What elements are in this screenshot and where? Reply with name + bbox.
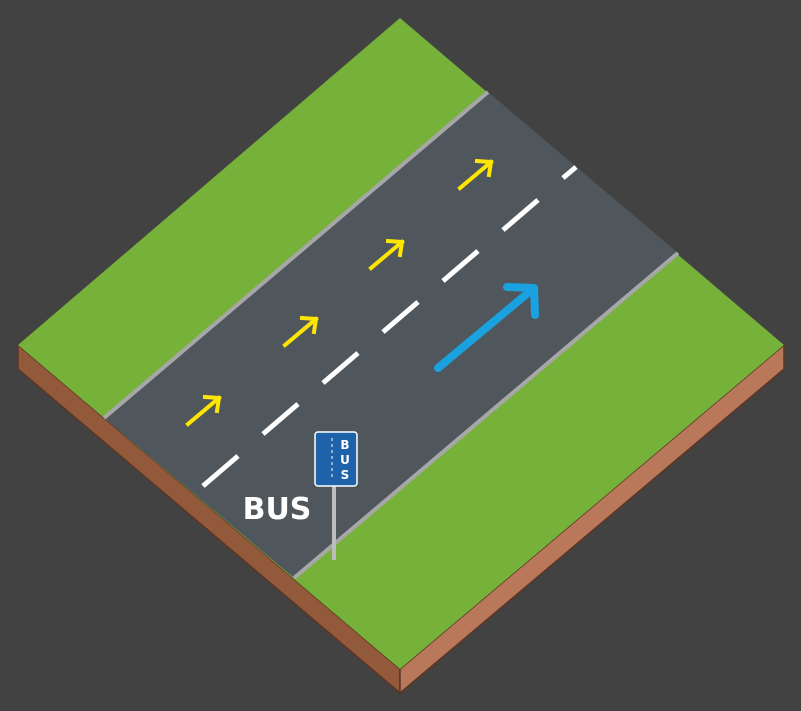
lane-dash (321, 351, 360, 385)
lane-dash (381, 300, 420, 334)
curb-upper (102, 90, 490, 420)
lane-arrow-icon (185, 394, 222, 427)
sign-letter-s: S (341, 468, 350, 482)
lane-dash (261, 402, 300, 436)
sign-letter-b: B (340, 438, 349, 452)
lane-arrows (185, 158, 494, 427)
bus-stop-sign: B U S (314, 431, 358, 560)
road-surface (104, 92, 678, 578)
lane-arrow-icon (368, 238, 405, 271)
curb-lower (292, 251, 680, 580)
lane-dash (501, 198, 540, 232)
bus-lane-arrow-icon (434, 283, 539, 372)
bus-sign-icon: B U S (314, 431, 358, 487)
lane-arrow-icon (457, 158, 494, 191)
lane-dash (201, 454, 240, 488)
sign-pole (332, 484, 336, 560)
lane-divider (201, 165, 578, 488)
bus-road-marking: BUS (243, 492, 312, 527)
lane-dash (441, 249, 480, 283)
sign-letter-u: U (340, 453, 350, 467)
lane-arrow-icon (282, 315, 319, 348)
lane-dash (561, 165, 578, 180)
